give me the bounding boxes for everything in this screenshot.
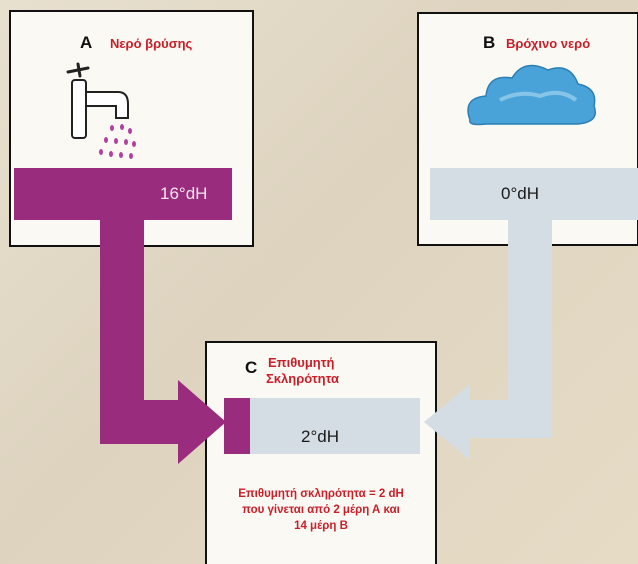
rain-water-bar [430,168,638,220]
faucet-icon [66,62,136,159]
cloud-icon [467,64,596,126]
mix-bar-rain-part [224,398,420,454]
description-line-3: 14 μέρη Β [294,520,348,532]
tap-water-hardness: 16°dH [160,184,208,203]
description-line-2: που γίνεται από 2 μέρη Α και [242,504,400,516]
tap-water-arrowhead [178,380,226,464]
rain-water-hardness: 0°dH [501,184,539,203]
label-b: B [483,33,496,52]
tap-water-bar [14,168,232,220]
tap-water-pipe-horizontal [100,400,182,444]
desired-hardness-title-line2: Σκληρότητα [266,371,340,386]
label-a: A [80,33,93,52]
mixed-hardness: 2°dH [301,427,339,446]
rain-water-title: Βρόχινο νερό [506,36,591,51]
label-c: C [245,358,258,377]
mix-bar-tap-part [224,398,250,454]
tap-water-pipe [100,220,144,400]
mixing-ratio-description: Επιθυμητή σκληρότητα = 2 dH που γίνεται … [212,486,430,534]
description-line-1: Επιθυμητή σκληρότητα = 2 dH [238,488,404,500]
rain-water-flow [424,168,638,460]
rain-water-pipe-horizontal [462,400,552,438]
tap-water-flow [14,168,232,464]
rain-water-arrowhead [424,384,470,460]
tap-water-title: Νερό βρύσης [110,36,193,51]
desired-hardness-title-line1: Επιθυμητή [268,355,335,370]
